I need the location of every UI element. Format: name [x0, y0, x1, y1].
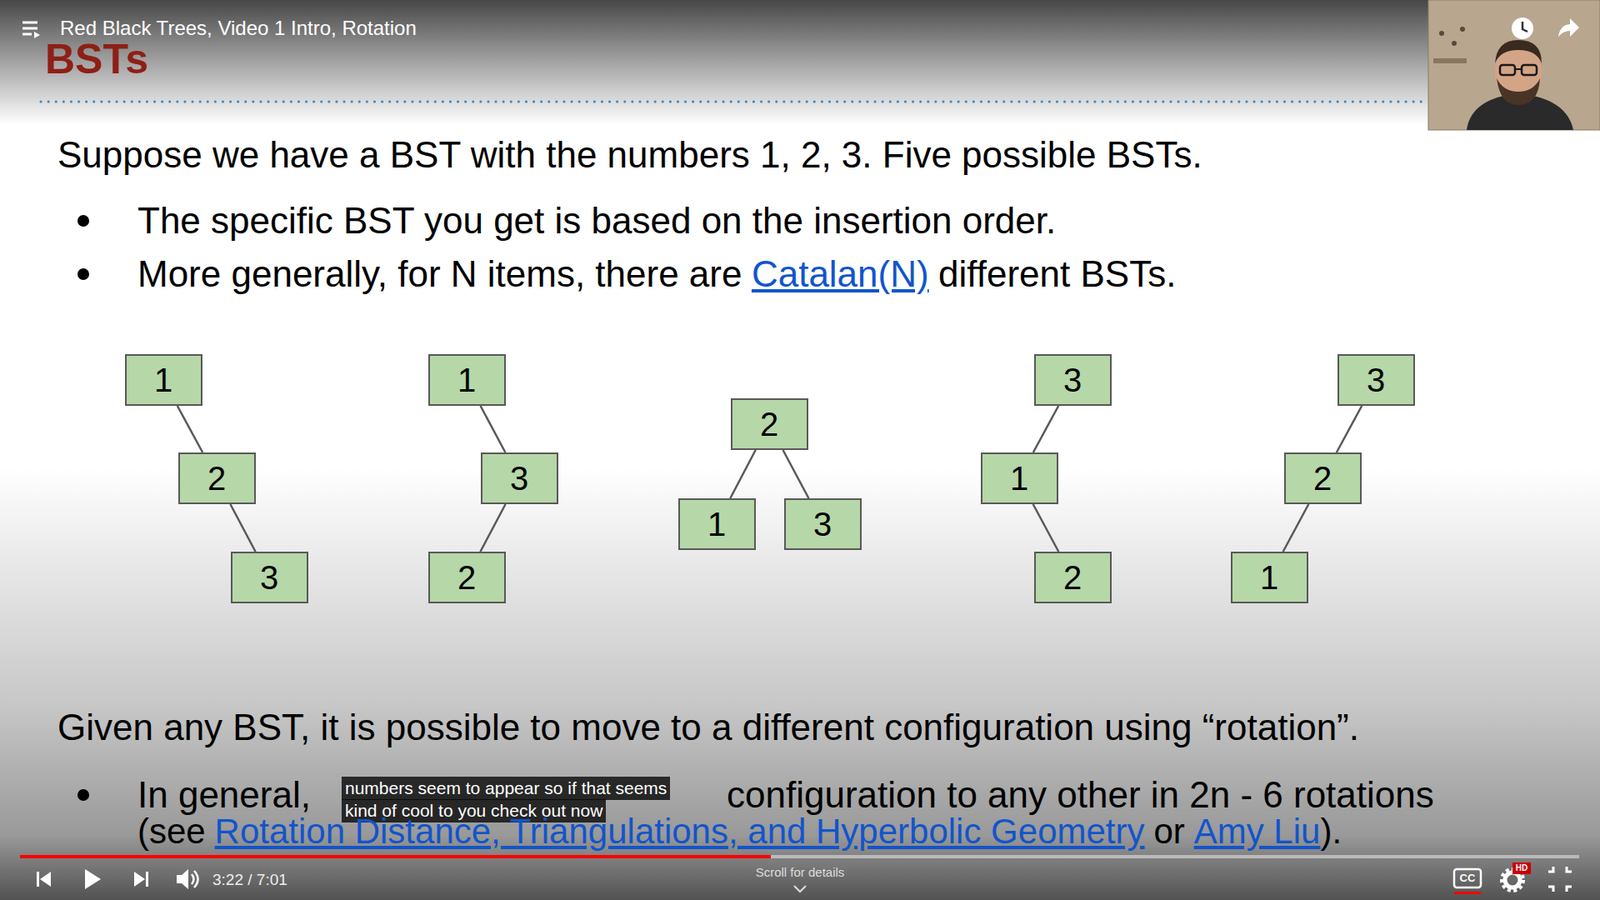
video-title: Red Black Trees, Video 1 Intro, Rotation — [60, 16, 417, 41]
tree-node-box: 3 — [1337, 354, 1415, 406]
hyperlink-text: Amy Liu — [1194, 810, 1321, 853]
slide-text-line: Suppose we have a BST with the numbers 1… — [57, 133, 1203, 178]
tree-edge — [1033, 405, 1059, 453]
time-display-line: 3:22 / 7:01 — [212, 870, 288, 890]
top-shade — [0, 0, 1600, 125]
slide-title: BSTs — [45, 36, 149, 83]
tree-edge — [1283, 504, 1310, 552]
node-key: 3 — [260, 559, 279, 596]
prev-icon — [36, 871, 40, 887]
tree-edge — [783, 450, 810, 499]
hyperlink-text: Catalan(N) — [751, 252, 930, 297]
volume-icon — [194, 870, 199, 888]
tree-node-box: 1 — [428, 354, 506, 406]
node-key: 2 — [207, 460, 226, 497]
bullet-text: configuration to any other in 2n - 6 rot… — [726, 773, 1435, 818]
scroll-hint: Scroll for details — [755, 865, 845, 880]
bullet-text-line: More generally, for N items, there areCa… — [137, 252, 1176, 297]
bullet-text: In general, — [137, 773, 311, 818]
tree-node-box: 1 — [980, 452, 1059, 505]
tree-edge — [177, 405, 203, 453]
node-key: 2 — [1063, 559, 1082, 596]
bullet-text-line: configuration to any other in 2n - 6 rot… — [726, 773, 1435, 818]
tree-node-box: 2 — [428, 551, 506, 604]
cc-underline — [1454, 891, 1481, 895]
tree-node-box: 1 — [1230, 551, 1309, 604]
bullet-text-line: In general, — [137, 773, 311, 818]
node-key: 2 — [760, 405, 779, 443]
tree-edge — [230, 504, 255, 552]
menu-icon — [22, 22, 40, 39]
slide-text-line: Given any BST, it is possible to move to… — [57, 705, 1360, 750]
slide-text: Suppose we have a BST with the numbers 1… — [57, 133, 1203, 178]
node-key: 2 — [1313, 460, 1332, 497]
tree-node-box: 2 — [1284, 452, 1362, 505]
bullet-dot — [77, 789, 90, 801]
tree-edge — [480, 405, 506, 453]
node-key: 1 — [457, 361, 476, 399]
tree-node-box: 1 — [125, 354, 203, 406]
dotted-rule — [40, 100, 1427, 104]
progress-bar — [20, 856, 1580, 858]
node-key: 3 — [1366, 361, 1385, 399]
play-icon — [85, 869, 101, 890]
tree-node-box: 1 — [678, 498, 756, 550]
bullet-dot — [77, 268, 90, 280]
node-key: 1 — [1260, 559, 1279, 596]
tree-node-box: 2 — [730, 398, 809, 450]
chevron-icon — [794, 885, 806, 892]
hyperlink-text: Rotation Distance, Triangulations, and H… — [215, 810, 1145, 853]
tree-node-box: 3 — [230, 551, 309, 604]
tree-node-box: 2 — [1034, 551, 1112, 604]
node-key: 3 — [1063, 361, 1082, 399]
node-key: 3 — [510, 460, 529, 497]
tree-edge — [480, 504, 505, 552]
settings-icon — [1505, 872, 1520, 888]
caption-line-line: numbers seem to appear so if that seems — [341, 776, 670, 800]
bullet-text: The specific BST you get is based on the… — [137, 199, 1056, 244]
share-icon — [1558, 18, 1580, 37]
node-key: 1 — [707, 505, 726, 543]
cc-button: CC — [1460, 871, 1476, 885]
fullscreen-exit-icon — [1548, 866, 1572, 892]
slide-text: Given any BST, it is possible to move to… — [57, 705, 1360, 750]
next-icon — [134, 871, 145, 887]
node-key: 2 — [457, 559, 476, 596]
prev-icon — [40, 871, 51, 887]
caption-line: numbers seem to appear so if that seems — [341, 776, 670, 800]
bullet-text: different BSTs. — [938, 252, 1176, 297]
hd-badge-line: HD — [1512, 862, 1531, 875]
bullet-text: More generally, for N items, there are — [137, 252, 742, 297]
bullet-text-line: The specific BST you get is based on the… — [137, 199, 1056, 244]
tree-edge — [730, 450, 755, 499]
bottom-shade — [0, 466, 1600, 900]
tree-node-box: 3 — [1034, 354, 1112, 406]
tree-edge — [1336, 405, 1362, 453]
node-key: 1 — [1010, 460, 1029, 497]
next-icon — [145, 871, 149, 887]
tree-node-box: 3 — [784, 498, 862, 550]
node-key: 3 — [813, 505, 832, 543]
bullet-dot — [77, 215, 90, 227]
cc-box — [1454, 869, 1481, 888]
volume-icon — [176, 869, 189, 890]
watch-later-icon — [1511, 17, 1534, 40]
tree-node-box: 3 — [480, 452, 559, 505]
hd-badge: HD — [1512, 862, 1531, 875]
reference-text: ). — [1320, 810, 1342, 853]
scroll-hint-line: Scroll for details — [755, 865, 845, 880]
reference-text: (see — [137, 810, 206, 853]
time-display: 3:22 / 7:01 — [212, 870, 288, 890]
volume-icon — [191, 874, 195, 885]
node-key: 1 — [154, 361, 173, 399]
webcam-image — [1428, 0, 1600, 130]
tree-edge — [1033, 504, 1060, 552]
reference-text-line: (seeRotation Distance, Triangulations, a… — [137, 810, 1342, 853]
video-title-line: Red Black Trees, Video 1 Intro, Rotation — [60, 16, 417, 41]
reference-text: or — [1153, 810, 1185, 853]
cc-button-line: CC — [1460, 871, 1476, 885]
tree-node-box: 2 — [178, 452, 256, 505]
